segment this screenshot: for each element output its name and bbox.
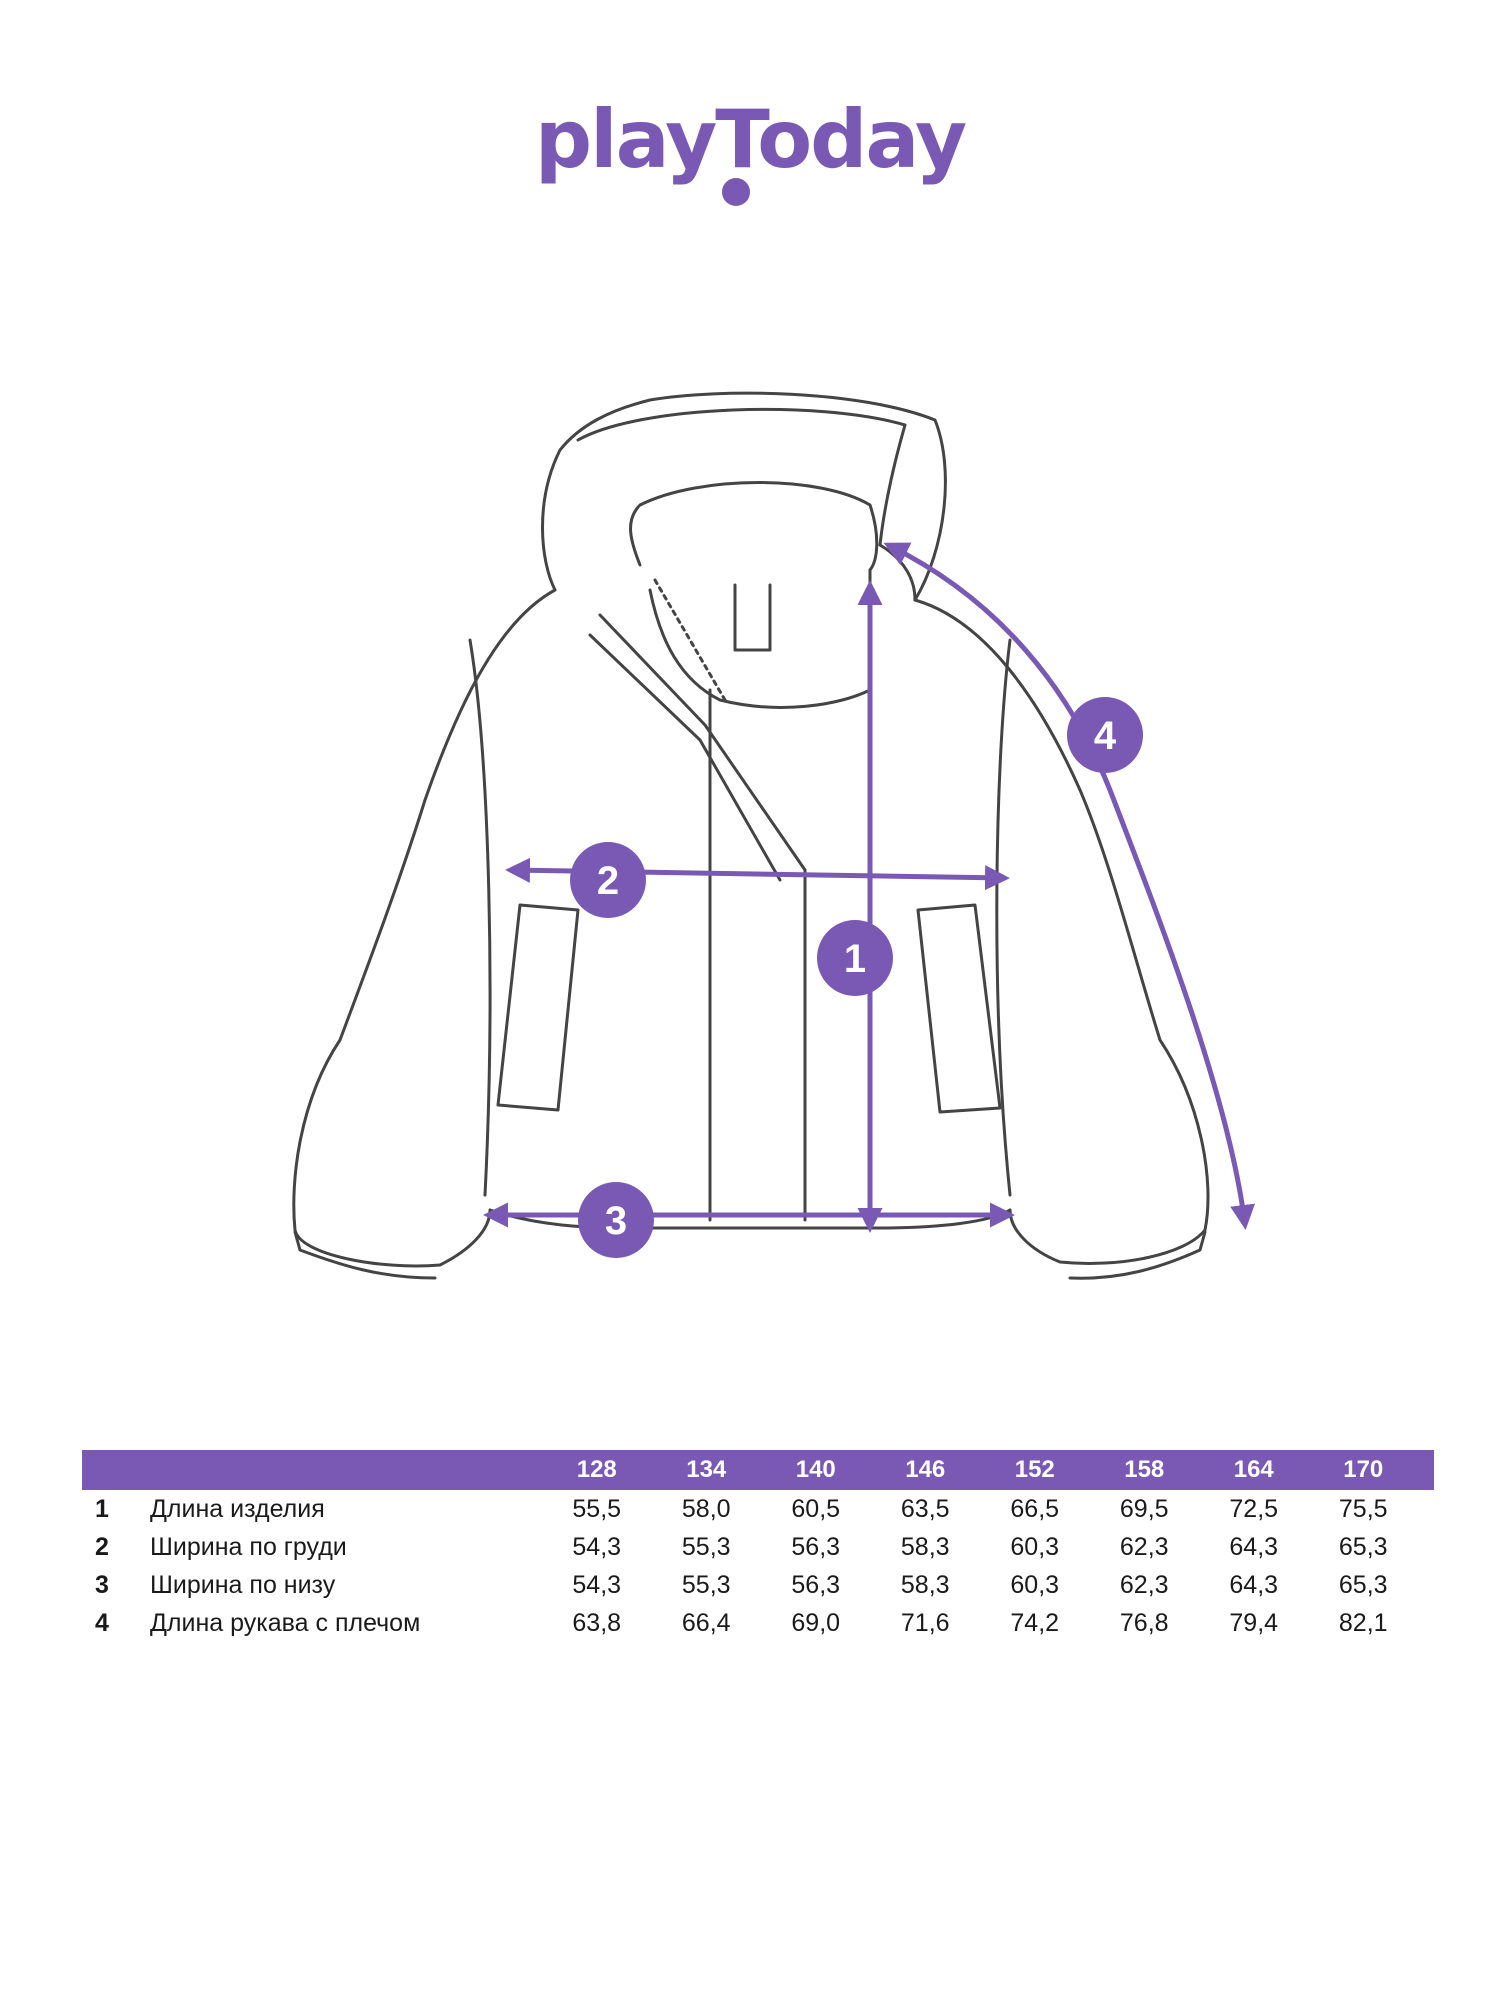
table-cell: 56,3 [791,1532,841,1561]
table-cell: 63,8 [572,1608,622,1637]
brand-logo: playToday [0,90,1500,220]
table-cell: 66,5 [1010,1494,1060,1523]
table-cell: 65,3 [1338,1532,1388,1561]
size-header: 164 [1233,1456,1274,1483]
callout-1: 1 [817,920,893,996]
table-cell: 82,1 [1338,1608,1388,1637]
table-cell: 54,3 [572,1532,622,1561]
table-cell: 79,4 [1229,1608,1279,1637]
size-header: 152 [1014,1456,1055,1483]
jacket-outline [292,391,1210,1280]
brand-logo-dot [722,178,750,206]
table-cell: 56,3 [791,1570,841,1599]
size-header: 140 [795,1456,836,1483]
table-cell: 62,3 [1119,1532,1169,1561]
table-cell: 54,3 [572,1570,622,1599]
table-cell: 60,5 [791,1494,841,1523]
callout-3-label: 3 [605,1199,627,1243]
table-cell: 75,5 [1338,1494,1388,1523]
row-number: 2 [95,1532,109,1561]
table-cell: 58,3 [900,1570,950,1599]
table-cell: 64,3 [1229,1532,1279,1561]
table-row: 3 Ширина по низу 54,3 55,3 56,3 58,3 60,… [82,1566,1434,1604]
row-number: 4 [95,1608,109,1637]
callout-2: 2 [570,842,646,918]
size-header: 134 [686,1456,727,1483]
table-cell: 65,3 [1338,1570,1388,1599]
row-label: Ширина по низу [150,1570,336,1599]
table-cell: 58,0 [681,1494,731,1523]
size-chart-header: 128 134 140 146 152 158 164 170 [82,1450,1434,1490]
table-row: 1 Длина изделия 55,5 58,0 60,5 63,5 66,5… [82,1490,1434,1528]
table-cell: 74,2 [1010,1608,1060,1637]
callout-2-label: 2 [597,859,619,903]
table-cell: 71,6 [900,1608,950,1637]
table-cell: 69,0 [791,1608,841,1637]
callout-3: 3 [578,1182,654,1258]
table-cell: 55,5 [572,1494,622,1523]
callout-4-label: 4 [1094,714,1117,758]
row-label: Длина изделия [150,1494,325,1523]
table-cell: 60,3 [1010,1570,1060,1599]
table-row: 2 Ширина по груди 54,3 55,3 56,3 58,3 60… [82,1528,1434,1566]
brand-name: playToday [534,93,967,186]
table-cell: 76,8 [1119,1608,1169,1637]
table-cell: 60,3 [1010,1532,1060,1561]
size-header: 146 [905,1456,946,1483]
size-header: 170 [1343,1456,1384,1483]
table-cell: 58,3 [900,1532,950,1561]
table-cell: 66,4 [681,1608,731,1637]
size-chart-table: 128 134 140 146 152 158 164 170 1 Длина … [82,1450,1434,1642]
table-cell: 69,5 [1119,1494,1169,1523]
row-label: Ширина по груди [150,1532,347,1561]
callout-1-label: 1 [844,937,866,981]
row-number: 3 [95,1570,109,1599]
table-cell: 72,5 [1229,1494,1279,1523]
table-cell: 55,3 [681,1570,731,1599]
jacket-measurement-diagram: 1 2 3 4 [292,391,1256,1280]
table-row: 4 Длина рукава с плечом 63,8 66,4 69,0 7… [82,1604,1434,1642]
table-cell: 63,5 [900,1494,950,1523]
size-header: 158 [1124,1456,1165,1483]
size-header: 128 [576,1456,617,1483]
table-cell: 64,3 [1229,1570,1279,1599]
table-cell: 62,3 [1119,1570,1169,1599]
table-cell: 55,3 [681,1532,731,1561]
measure-line-4 [883,542,1256,1230]
row-number: 1 [95,1494,109,1523]
row-label: Длина рукава с плечом [150,1608,421,1637]
callout-4: 4 [1067,697,1143,773]
